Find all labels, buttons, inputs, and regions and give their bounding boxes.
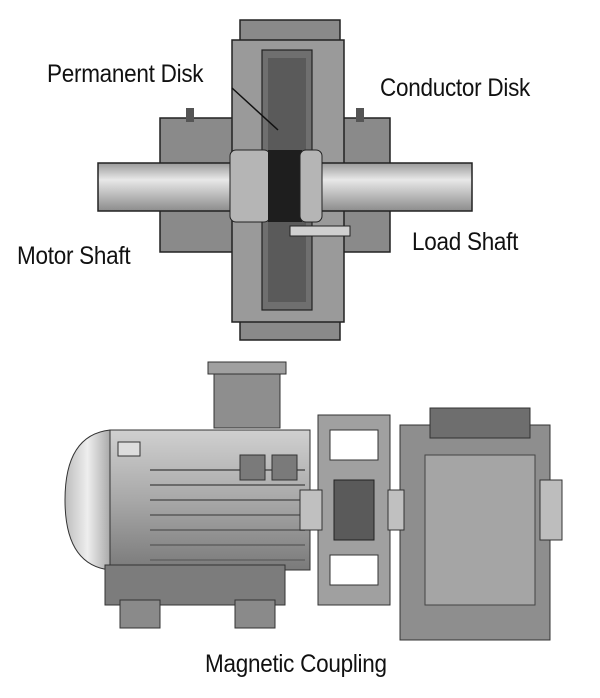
label-permanent-disk: Permanent Disk <box>47 60 204 88</box>
label-conductor-disk: Conductor Disk <box>380 74 531 102</box>
pointer-line <box>231 87 279 131</box>
caption: Magnetic Coupling <box>205 650 387 678</box>
assembly-illustration <box>64 361 563 641</box>
terminal-box <box>213 367 281 429</box>
cross-section <box>97 19 473 341</box>
label-motor-shaft: Motor Shaft <box>17 242 131 270</box>
motor-shaft <box>97 162 249 212</box>
magnet-hub <box>268 150 302 222</box>
label-load-shaft: Load Shaft <box>412 228 519 256</box>
load-shaft <box>319 162 473 212</box>
motor-fan-cover <box>64 429 111 571</box>
